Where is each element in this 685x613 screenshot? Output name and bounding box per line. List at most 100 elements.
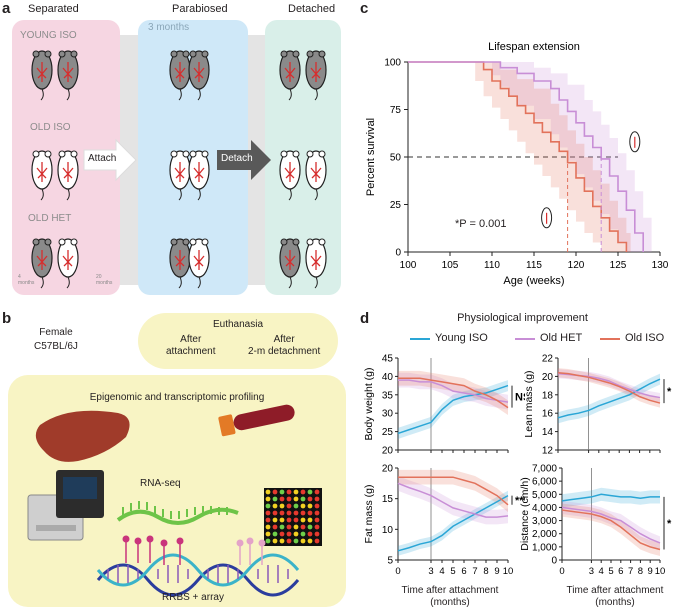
panel-a-diagram: [12, 20, 341, 295]
rna-bases: [122, 501, 228, 519]
after-attachment-line-1: After: [180, 334, 202, 345]
strain-line-1: Female: [39, 327, 73, 338]
d-fat-xtick-label: 7: [472, 566, 477, 577]
d-lean-ytick-label: 18: [542, 390, 554, 401]
microarray-spot: [286, 489, 292, 495]
xlabel-right-line-1: Time after attachment: [566, 585, 664, 596]
microarray-spot: [265, 503, 271, 509]
d-distance-ytick-label: 0: [551, 556, 557, 567]
detach-arrow: [217, 140, 271, 180]
microarray-spot: [286, 517, 292, 523]
d-fat-xtick-label: 3: [428, 566, 433, 577]
microarray-spot: [279, 524, 285, 530]
chart-c-band-old-iso: [408, 62, 631, 252]
chart-c-ytick-label: 50: [390, 153, 402, 164]
d-distance-ytick-label: 7,000: [532, 464, 557, 475]
microarray-spot: [293, 496, 299, 502]
microarray-spot: [279, 517, 285, 523]
d-lean-ytick-label: 14: [542, 427, 554, 438]
d-distance-ylabel: Distance (cm/h): [520, 477, 531, 551]
dna-strand-a-icon: [96, 563, 300, 597]
chart-c-ylabel: Percent survival: [365, 118, 377, 196]
panel-d-title: Physiological improvement: [457, 312, 588, 324]
chart-c-band-old-het: [408, 62, 652, 252]
microarray-spot: [279, 531, 285, 537]
microarray-spot: [286, 531, 292, 537]
blood-tube-icon: [218, 404, 295, 437]
microarray-spot: [286, 510, 292, 516]
age-left-label: 4 months: [18, 274, 35, 286]
microarray-spot: [314, 524, 320, 530]
microarray-spot: [307, 524, 313, 530]
d-body-ytick-label: 25: [382, 427, 394, 438]
d-lean-band-old-iso: [558, 368, 660, 408]
d-distance-xtick-label: 5: [608, 566, 613, 577]
microarray-spot: [307, 496, 313, 502]
d-distance-xtick-label: 8: [638, 566, 643, 577]
microarray-spot: [265, 531, 271, 537]
chart-c-ytick-label: 25: [390, 200, 402, 211]
liver-icon: [35, 410, 130, 462]
legend-swatch-young-iso: [410, 338, 430, 340]
microarray-spot: [265, 538, 271, 544]
d-distance-ytick-label: 6,000: [532, 477, 557, 488]
attach-label: Attach: [88, 153, 117, 164]
microarray-spot: [314, 503, 320, 509]
chart-c-xtick-label: 115: [526, 260, 542, 271]
d-body-line-old-het: [398, 379, 509, 403]
microarray-spot: [300, 538, 306, 544]
microarray-spot: [286, 538, 292, 544]
d-distance-band-old-iso: [562, 503, 660, 557]
microarray-spot: [307, 503, 313, 509]
euthanasia-title: Euthanasia: [212, 319, 264, 330]
xlabel-right-line-2: (months): [595, 597, 635, 608]
after-detachment: After 2-m detachment: [248, 334, 320, 358]
chart-c-xtick-label: 130: [652, 260, 669, 271]
d-fat-xtick-label: 0: [395, 566, 400, 577]
microarray-spot: [300, 503, 306, 509]
chart-c-xtick-label: 125: [610, 260, 627, 271]
xlabel-left: Time after attachment (months): [395, 585, 505, 609]
microarray-icon: [264, 488, 322, 546]
parabiosed-header: Parabiosed: [172, 3, 228, 15]
microarray-spot: [307, 531, 313, 537]
legend-old-iso: Old ISO: [625, 332, 665, 344]
legend-young-iso: Young ISO: [435, 332, 488, 344]
panel-d-label: d: [360, 310, 370, 327]
d-distance-ytick-label: 2,000: [532, 529, 557, 540]
after-attachment: After attachment: [166, 334, 215, 358]
microarray-spot: [314, 489, 320, 495]
detach-label: Detach: [221, 153, 253, 164]
d-lean-ytick-label: 12: [542, 446, 554, 457]
d-fat-xtick-label: 5: [450, 566, 455, 577]
chart-c-ytick-label: 0: [395, 248, 401, 259]
d-distance-ytick-label: 4,000: [532, 503, 557, 514]
d-lean-significance: *: [667, 386, 672, 398]
d-lean-ytick-label: 22: [542, 354, 554, 365]
d-distance-line-old-het: [561, 506, 661, 544]
microarray-spot: [265, 489, 271, 495]
d-distance-ytick-label: 5,000: [532, 490, 557, 501]
chart-c-line-old-het: [408, 61, 644, 252]
d-fat-xtick-label: 10: [503, 566, 514, 577]
microarray-spot: [300, 531, 306, 537]
d-body-ytick-label: 35: [382, 390, 394, 401]
microarray-spot: [286, 524, 292, 530]
microarray-spot: [265, 496, 271, 502]
d-body-ytick-label: 45: [382, 354, 394, 365]
d-distance-xtick-label: 9: [648, 566, 653, 577]
d-fat-band-young-iso: [398, 490, 508, 556]
microarray-spot: [307, 489, 313, 495]
d-fat-significance: ***: [515, 495, 525, 507]
d-distance-xtick-label: 0: [559, 566, 564, 577]
after-attachment-line-2: attachment: [166, 346, 216, 357]
chart-c-xtick-label: 120: [568, 260, 585, 271]
legend-old-het: Old HET: [540, 332, 583, 344]
chart-c-mouse-old-het-icon: [629, 131, 641, 153]
microarray-spot: [286, 496, 292, 502]
d-distance-xtick-label: 4: [599, 566, 604, 577]
